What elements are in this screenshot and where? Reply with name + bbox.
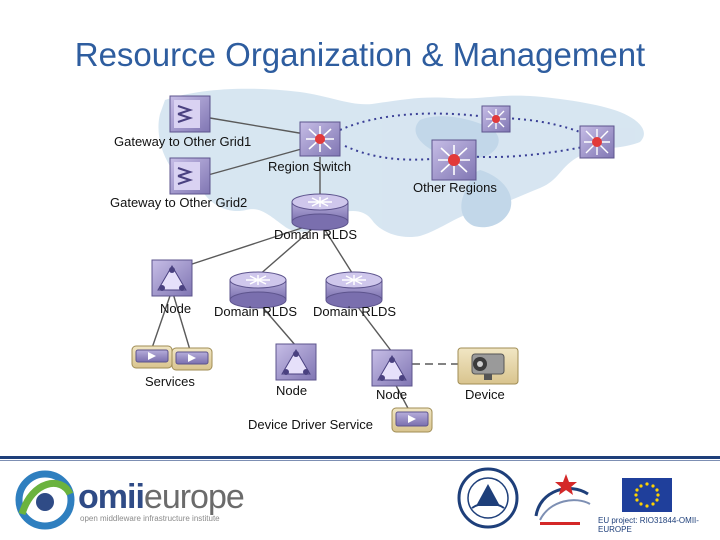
gateway-icon[interactable] <box>169 157 211 195</box>
omii-swirl-logo-icon <box>15 470 75 530</box>
region-switch-icon[interactable] <box>431 139 477 181</box>
eu-flag-icon <box>622 478 672 512</box>
domain-rlds-top-label: Domain RLDS <box>274 227 357 242</box>
device-camera-icon[interactable] <box>457 347 519 385</box>
device-driver-service-label: Device Driver Service <box>248 417 373 432</box>
region-switch-icon[interactable] <box>481 105 511 133</box>
omii-logo-brand: omii <box>78 478 145 516</box>
page-title: Resource Organization & Management <box>74 36 646 73</box>
omii-logo-europe: europe <box>143 478 245 516</box>
domain-rlds-router-icon[interactable] <box>325 271 383 309</box>
domain-rlds-router-icon[interactable] <box>291 193 349 231</box>
world-map <box>158 88 644 238</box>
node-icon[interactable] <box>371 349 413 387</box>
institute-swoosh-logo-icon <box>534 474 591 525</box>
gateway2-label: Gateway to Other Grid2 <box>110 195 247 210</box>
node-icon[interactable] <box>151 259 193 297</box>
footer-divider-thin <box>0 460 720 461</box>
service-icon[interactable] <box>171 347 213 371</box>
region-switch-label: Region Switch <box>268 159 351 174</box>
region-switch-icon[interactable] <box>299 121 341 157</box>
university-seal-icon <box>457 467 519 529</box>
gateway1-label: Gateway to Other Grid1 <box>114 134 251 149</box>
node-icon[interactable] <box>275 343 317 381</box>
service-icon[interactable] <box>131 345 173 369</box>
node-mid-label: Node <box>276 383 307 398</box>
omii-logo-subtitle: open middleware infrastructure institute <box>80 514 220 523</box>
other-regions-label: Other Regions <box>413 180 497 195</box>
connection-lines <box>151 117 411 413</box>
services-label: Services <box>145 374 195 389</box>
service-icon[interactable] <box>391 407 433 433</box>
node-right-label: Node <box>376 387 407 402</box>
omii-logo: omiieurope <box>78 478 245 517</box>
node-left-label: Node <box>160 301 191 316</box>
device-label: Device <box>465 387 505 402</box>
domain-rlds-mid1-label: Domain RLDS <box>214 304 297 319</box>
domain-rlds-mid2-label: Domain RLDS <box>313 304 396 319</box>
domain-rlds-router-icon[interactable] <box>229 271 287 309</box>
eu-project-text: EU project: RIO31844-OMII-EUROPE <box>598 516 699 534</box>
gateway-icon[interactable] <box>169 95 211 133</box>
region-switch-icon[interactable] <box>579 125 615 159</box>
footer-divider <box>0 456 720 459</box>
